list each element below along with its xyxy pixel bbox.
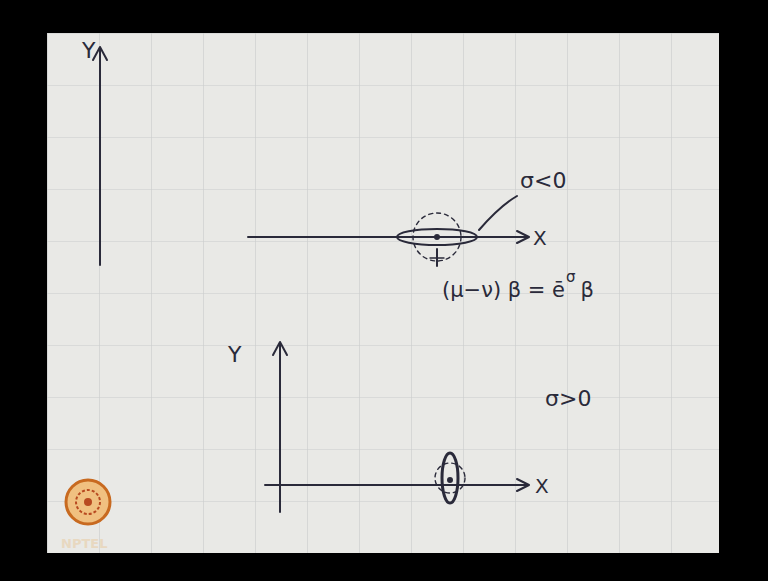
dashed-circle xyxy=(435,463,465,493)
axis-label: X xyxy=(533,228,547,248)
center-dot xyxy=(435,235,439,239)
y-axis xyxy=(279,343,281,512)
axis-label: Y xyxy=(228,344,241,366)
y-axis xyxy=(99,48,101,265)
x-axis xyxy=(248,236,528,238)
equation: β xyxy=(581,280,594,301)
ellipse xyxy=(397,229,477,245)
annotation: σ<0 xyxy=(520,170,566,192)
grid xyxy=(47,33,719,553)
axis-arrow xyxy=(273,342,287,355)
center-dot xyxy=(448,478,452,482)
paper xyxy=(47,33,719,553)
logo-text: NPTEL xyxy=(61,537,107,550)
logo xyxy=(66,480,110,524)
axis-label: Y xyxy=(82,40,95,62)
axis-arrow xyxy=(517,231,529,243)
equation: (μ−ν) β = ē xyxy=(442,280,565,301)
exponent: σ xyxy=(566,270,576,285)
leader-line xyxy=(479,196,517,230)
ellipse xyxy=(442,453,458,503)
axis-label: X xyxy=(535,476,549,496)
tick xyxy=(430,257,444,258)
annotation: σ>0 xyxy=(545,388,591,410)
axis-arrow xyxy=(517,479,529,491)
x-axis xyxy=(265,484,528,486)
